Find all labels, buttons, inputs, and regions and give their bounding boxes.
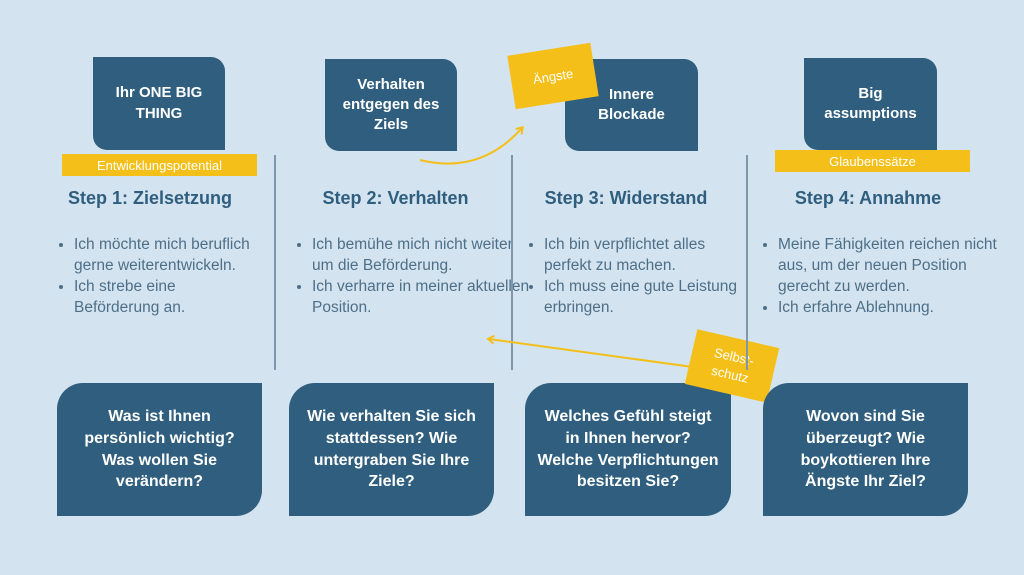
question-box-1: Was ist Ihnen persönlich wichtig? Was wo… [57, 383, 262, 516]
step-3-title: Step 3: Widerstand [544, 188, 708, 208]
step-2-title: Step 2: Verhalten [322, 188, 469, 208]
arrow-selbstschutz [486, 334, 701, 369]
tag-glaubenssaetze: Glaubenssätze [775, 150, 970, 172]
divider [274, 155, 276, 370]
bullet: Meine Fähigkeiten reichen nicht aus, um … [778, 234, 1008, 297]
divider [511, 155, 513, 370]
bullet: Ich bin verpflichtet alles perfekt zu ma… [544, 234, 749, 276]
tag-entwicklungspotential: Entwicklungspotential [62, 154, 257, 176]
question-box-2: Wie verhalten Sie sich stattdessen? Wie … [289, 383, 494, 516]
step-2-bullets: Ich bemühe mich nicht weiter um die Befö… [290, 234, 537, 318]
question-box-3: Welches Gefühl steigt in Ihnen hervor? W… [525, 383, 731, 516]
step-3-bullets: Ich bin verpflichtet alles perfekt zu ma… [522, 234, 749, 318]
step-4-bullets: Meine Fähigkeiten reichen nicht aus, um … [756, 234, 1008, 318]
arrow-to-innere-blockade [419, 125, 524, 165]
top-box-verhalten: Verhalten entgegen des Ziels [325, 59, 457, 151]
step-1-title: Step 1: Zielsetzung [67, 188, 233, 208]
bullet: Ich erfahre Ablehnung. [778, 297, 1008, 318]
bullet: Ich muss eine gute Leistung erbringen. [544, 276, 749, 318]
top-box-one-big-thing: Ihr ONE BIG THING [93, 57, 225, 150]
step-1-bullets: Ich möchte mich beruflich gerne weiteren… [52, 234, 259, 318]
bullet: Ich strebe eine Beförderung an. [74, 276, 259, 318]
bullet: Ich bemühe mich nicht weiter um die Befö… [312, 234, 537, 276]
divider [746, 155, 748, 370]
top-box-big-assumptions: Big assumptions [804, 58, 937, 150]
question-box-4: Wovon sind Sie überzeugt? Wie boykottier… [763, 383, 968, 516]
bullet: Ich verharre in meiner aktuellen Positio… [312, 276, 537, 318]
step-4-title: Step 4: Annahme [794, 188, 942, 208]
bullet: Ich möchte mich beruflich gerne weiteren… [74, 234, 259, 276]
